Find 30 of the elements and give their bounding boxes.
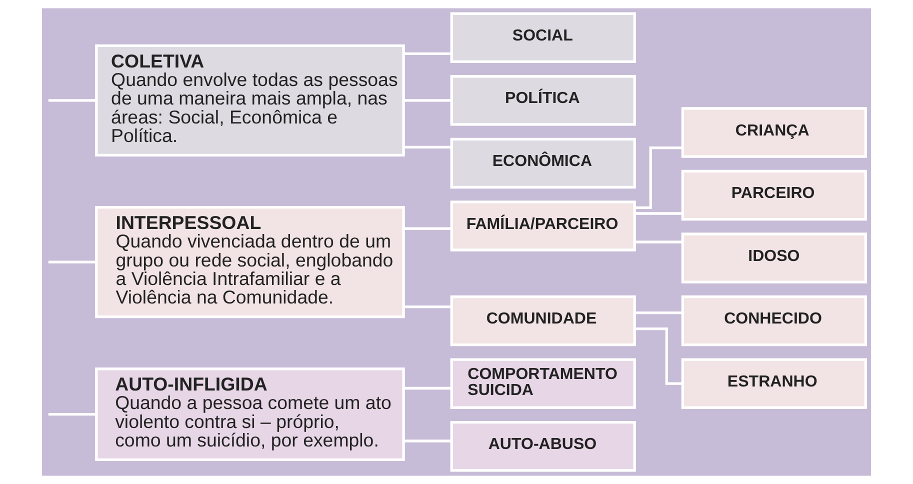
connector (48, 99, 96, 102)
connector (634, 327, 683, 385)
connector (404, 99, 452, 102)
connector (48, 260, 96, 264)
node-box: ECONÔMICA (450, 138, 636, 189)
connector (404, 386, 452, 390)
connector (635, 212, 683, 215)
node-box: AUTO-ABUSO (450, 420, 636, 472)
node-box: COMPORTAMENTO SUICIDA (450, 358, 636, 409)
connector (404, 305, 452, 308)
node-box: COMUNIDADE (450, 295, 636, 346)
node-box: COLETIVA Quando envolve todas as pessoas de uma maneira mais ampla, nas áreas: Social, Econômica e Política. (95, 44, 405, 157)
connector (404, 227, 452, 230)
connector (404, 52, 452, 56)
connector (404, 146, 452, 149)
node-box: CRIANÇA (681, 107, 867, 158)
node-box: FAMÍLIA/PARCEIRO (450, 200, 636, 252)
connector (404, 440, 452, 442)
node-box: ESTRANHO (681, 358, 867, 409)
node-box: POLÍTICA (450, 75, 636, 126)
connector (635, 311, 683, 314)
node-box: SOCIAL (450, 12, 636, 64)
node-box: CONHECIDO (681, 295, 867, 346)
connector (635, 240, 683, 244)
connector (48, 412, 96, 416)
node-box: INTERPESSOAL Quando vivenciada dentro de um grupo ou rede social, englobando a Violência Intrafamiliar e a Violência na Comunidade. (95, 206, 405, 318)
node-box: AUTO-INFLIGIDA Quando a pessoa comete um ato violento contra si – próprio, como um suicídio, por exemplo. (95, 368, 405, 462)
node-box: PARCEIRO (681, 170, 867, 221)
node-box: IDOSO (681, 232, 867, 284)
connector (634, 146, 682, 210)
